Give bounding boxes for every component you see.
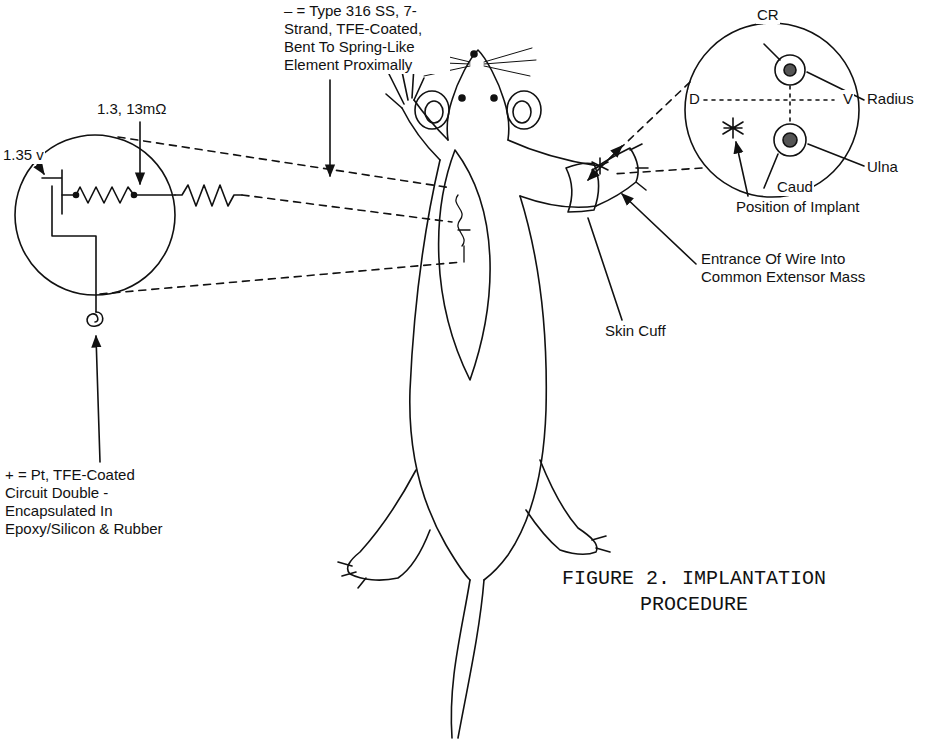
double-arrow <box>588 146 622 180</box>
circuit-symbol <box>42 170 175 312</box>
axis-line <box>789 86 791 122</box>
leader-arrow <box>329 80 331 176</box>
rat-illustration <box>338 48 648 738</box>
implant-star <box>723 118 743 138</box>
leader-line <box>588 218 622 320</box>
leader-line <box>808 144 864 166</box>
callout-label: 1.35 v <box>2 146 45 164</box>
leader-arrow <box>736 142 748 196</box>
spring-wire <box>175 185 242 206</box>
leader-line <box>807 72 864 100</box>
anatomy-label: Caud <box>776 178 814 196</box>
anatomy-label: Radius <box>866 90 915 108</box>
anatomy-label: CR <box>756 6 780 24</box>
projection-line <box>100 262 462 294</box>
leader-arrow <box>139 122 141 184</box>
anatomy-label: Ulna <box>866 158 899 176</box>
callout-label: Position of Implant <box>735 198 860 216</box>
projection-line <box>242 195 452 222</box>
leader-arrow <box>622 194 696 264</box>
incision <box>439 150 490 380</box>
figure-caption: FIGURE 2. IMPLANTATION PROCEDURE <box>556 566 832 618</box>
platinum-spiral <box>87 312 103 326</box>
callout-label: Skin Cuff <box>604 322 667 340</box>
axis-line <box>704 99 834 101</box>
wire-note: + = Pt, TFE-Coated Circuit Double - Enca… <box>4 466 178 538</box>
projection-line <box>118 137 452 188</box>
implant-star <box>592 158 608 174</box>
projection-line <box>612 168 702 174</box>
anatomy-label: D <box>688 90 701 108</box>
wire-note: – = Type 316 SS, 7-Strand, TFE-Coated, B… <box>283 2 450 74</box>
cross-section-circle <box>685 23 859 197</box>
anatomy-label: V <box>842 90 854 108</box>
callout-label: Entrance Of Wire Into Common Extensor Ma… <box>700 250 902 286</box>
callout-label: 1.3, 13mΩ <box>96 100 168 118</box>
skin-cuff <box>566 163 599 212</box>
ulna-bone <box>774 124 806 156</box>
leader-arrow <box>96 336 100 462</box>
